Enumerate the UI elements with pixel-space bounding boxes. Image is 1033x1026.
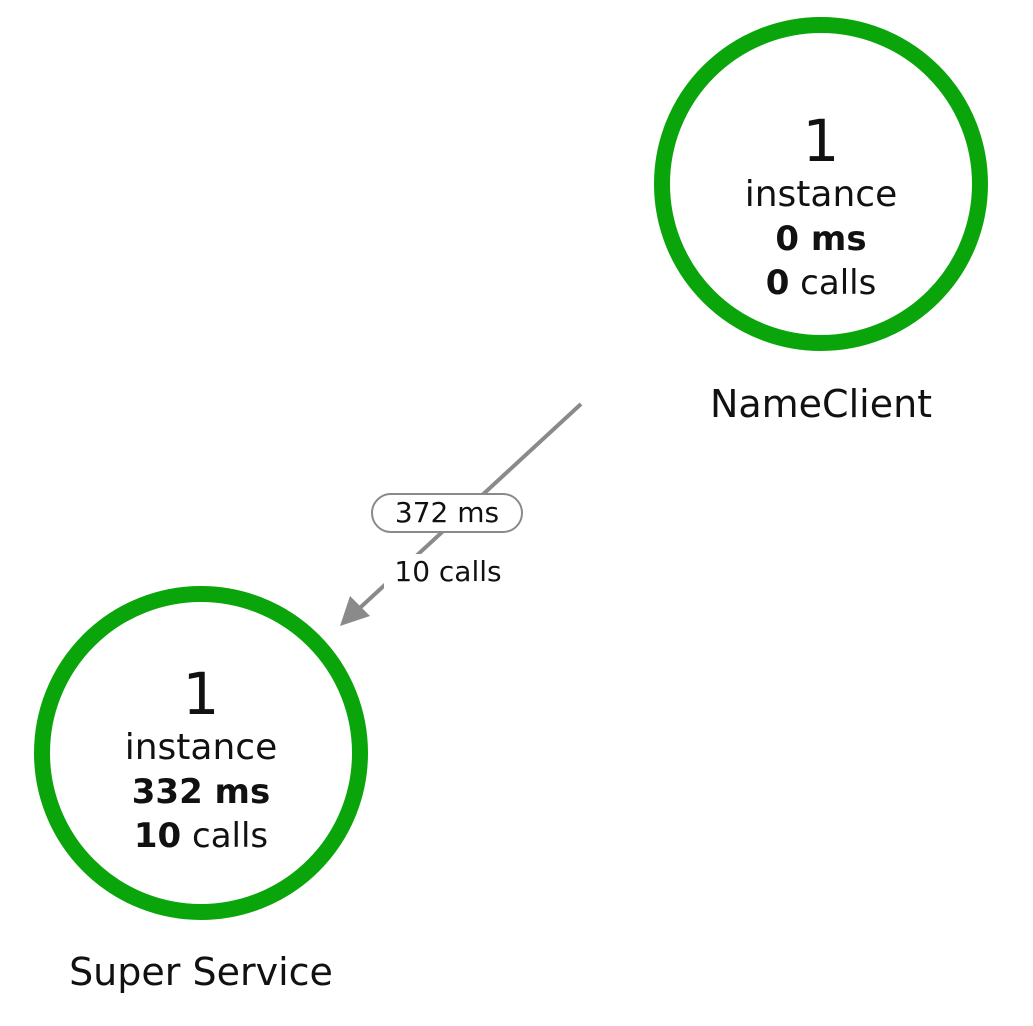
node-calls-label: calls [192, 816, 269, 856]
node-calls-count: 10 [133, 816, 182, 856]
node-duration: 332 ms [131, 772, 271, 812]
arrowhead-icon [340, 596, 370, 626]
node-calls: 0 calls [670, 261, 972, 305]
node-nameclient-metrics: 1 instance 0 ms 0 calls [670, 109, 972, 305]
node-calls-label: calls [800, 263, 877, 303]
node-name-nameclient[interactable]: NameClient [709, 382, 933, 426]
node-nameclient[interactable]: 1 instance 0 ms 0 calls [654, 17, 988, 351]
node-super-service-metrics: 1 instance 332 ms 10 calls [50, 662, 352, 858]
edge-time-label[interactable]: 372 ms [371, 493, 523, 533]
instance-count: 1 [802, 107, 840, 175]
node-name-super-service[interactable]: Super Service [69, 950, 333, 994]
node-calls: 10 calls [50, 814, 352, 858]
instance-label: instance [744, 174, 898, 215]
node-calls-count: 0 [765, 263, 790, 303]
instance-label: instance [124, 727, 278, 768]
instance-count: 1 [182, 660, 220, 728]
node-duration: 0 ms [775, 219, 867, 259]
edge-calls-label: 10 calls [384, 554, 512, 590]
node-super-service[interactable]: 1 instance 332 ms 10 calls [34, 586, 368, 920]
